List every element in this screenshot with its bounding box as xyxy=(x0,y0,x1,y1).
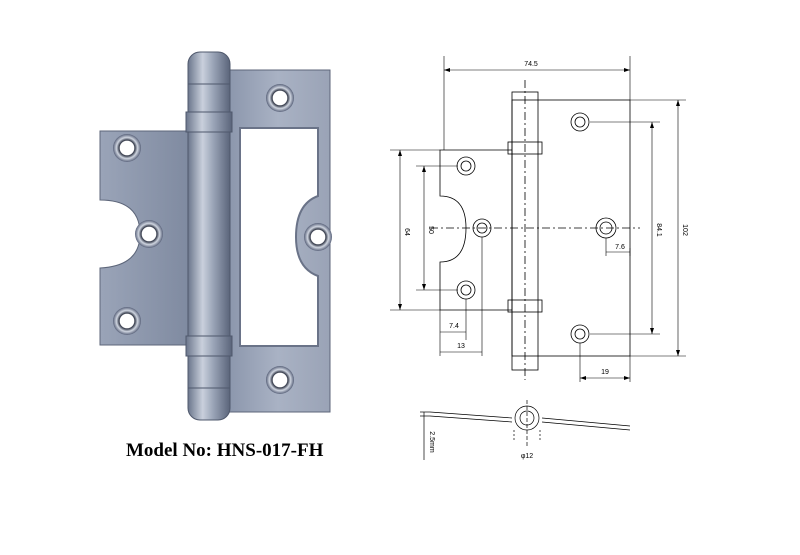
dim-right-bottom: 19 xyxy=(601,369,609,376)
dim-overall-width: 74.5 xyxy=(524,61,538,68)
hinge-barrel xyxy=(187,51,231,421)
dim-left-offset-small: 7.4 xyxy=(449,323,459,330)
dim-left-height: 64 xyxy=(403,228,410,236)
dim-left-offset: 13 xyxy=(457,343,465,350)
hinge-screw-holes xyxy=(113,84,332,394)
dim-total-height: 102 xyxy=(681,224,688,236)
dim-right-offset: 7.6 xyxy=(615,244,625,251)
dim-left-inner: 50 xyxy=(427,226,434,234)
dim-knuckle-diameter: φ12 xyxy=(521,453,533,460)
drawing-left-plate xyxy=(439,149,513,311)
section-view xyxy=(420,400,631,460)
dim-thickness: 2.5mm xyxy=(428,431,435,453)
model-number-caption: Model No: HNS-017-FH xyxy=(126,440,324,461)
dim-right-inner: 84.1 xyxy=(655,223,662,237)
